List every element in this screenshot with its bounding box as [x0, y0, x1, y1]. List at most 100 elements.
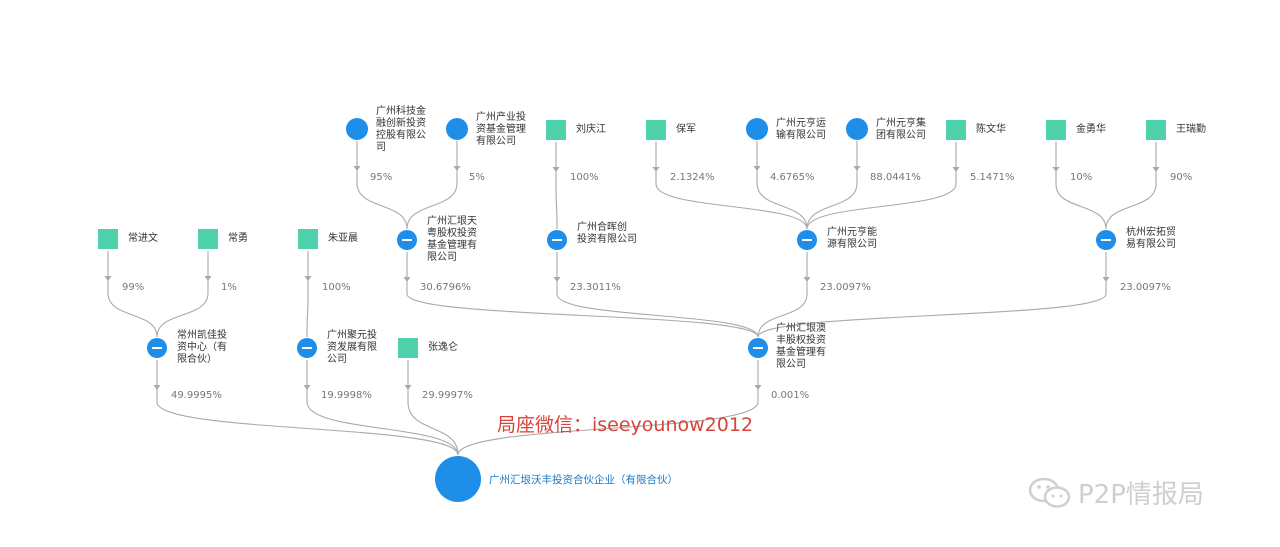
edge-arrow-icon — [553, 277, 561, 282]
edge-percent: 49.9995% — [171, 390, 222, 401]
person-icon — [398, 338, 418, 358]
person-icon — [546, 120, 566, 140]
edge-arrow-icon — [1152, 167, 1160, 172]
node-label: 广州元亨能 源有限公司 — [827, 227, 877, 250]
node-label: 张逸仑 — [428, 342, 458, 353]
person-icon — [1046, 120, 1066, 140]
edge-zhuyachen-juyuan — [306, 251, 309, 338]
edge-arrow-icon — [303, 385, 311, 390]
person-icon — [198, 229, 218, 249]
edge-arrow-icon — [204, 276, 212, 281]
root-label: 广州汇垠沃丰投资合伙企业（有限合伙） — [489, 474, 678, 486]
edge-juyuan-root — [306, 360, 459, 456]
edge-percent: 100% — [570, 172, 599, 183]
edge-yuanheng_nengyuan-huiyin_aofeng — [757, 252, 808, 338]
edge-arrow-icon — [404, 385, 412, 390]
wechat-watermark: 局座微信：iseeyounow2012 — [497, 414, 754, 436]
collapse-icon[interactable] — [797, 230, 817, 250]
person-icon — [98, 229, 118, 249]
edge-percent: 30.6796% — [420, 282, 471, 293]
edge-percent: 23.0097% — [820, 282, 871, 293]
node-label: 广州产业投 资基金管理 有限公司 — [476, 112, 526, 147]
collapse-icon[interactable] — [1096, 230, 1116, 250]
edge-percent: 29.9997% — [422, 390, 473, 401]
edge-arrow-icon — [403, 277, 411, 282]
node-label: 保军 — [676, 124, 696, 135]
person-icon — [646, 120, 666, 140]
edge-arrow-icon — [853, 166, 861, 171]
node-label: 金勇华 — [1076, 124, 1106, 135]
node-label: 广州合晖创 投资有限公司 — [577, 222, 637, 245]
root-company-icon — [435, 456, 481, 502]
edge-percent: 23.0097% — [1120, 282, 1171, 293]
edge-hehuichuang-huiyin_aofeng — [556, 252, 759, 338]
node-label: 朱亚晨 — [328, 233, 358, 244]
node-label: 广州元亨集 团有限公司 — [876, 118, 926, 141]
edge-percent: 5.1471% — [970, 172, 1015, 183]
edge-percent: 90% — [1170, 172, 1193, 183]
node-label: 王瑞勤 — [1176, 124, 1206, 135]
edge-percent: 19.9998% — [321, 390, 372, 401]
collapse-icon[interactable] — [397, 230, 417, 250]
edge-percent: 2.1324% — [670, 172, 715, 183]
edge-huiyin_tianyue-huiyin_aofeng — [406, 252, 759, 338]
edge-kaijia-root — [156, 360, 459, 456]
edge-arrow-icon — [104, 276, 112, 281]
edge-yuanheng_jituan-yuanheng_nengyuan — [806, 141, 858, 230]
edge-percent: 1% — [221, 282, 237, 293]
collapse-icon[interactable] — [748, 338, 768, 358]
edge-chanye-huiyin_tianyue — [406, 141, 458, 230]
edge-arrow-icon — [952, 167, 960, 172]
node-label: 常勇 — [228, 233, 248, 244]
edge-zhangyilun-root — [407, 360, 459, 456]
edge-arrow-icon — [453, 166, 461, 171]
edge-huiyin_aofeng-root — [457, 360, 759, 456]
node-label: 广州汇垠天 粤股权投资 基金管理有 限公司 — [427, 216, 477, 263]
edge-arrow-icon — [754, 385, 762, 390]
brand-name: P2P情报局 — [1078, 480, 1204, 510]
person-icon — [946, 120, 966, 140]
edge-arrow-icon — [552, 167, 560, 172]
edge-arrow-icon — [803, 277, 811, 282]
edge-percent: 95% — [370, 172, 393, 183]
collapse-icon[interactable] — [297, 338, 317, 358]
node-label: 常进文 — [128, 233, 158, 244]
edge-percent: 23.3011% — [570, 282, 621, 293]
collapse-icon[interactable] — [547, 230, 567, 250]
edge-hongtuo-huiyin_aofeng — [757, 252, 1107, 338]
edge-changyong-kaijia — [156, 251, 209, 338]
edge-percent: 88.0441% — [870, 172, 921, 183]
edge-percent: 100% — [322, 282, 351, 293]
edge-arrow-icon — [652, 167, 660, 172]
edge-jinyonghua-hongtuo — [1055, 142, 1107, 230]
edge-percent: 0.001% — [771, 390, 810, 401]
edge-yuanheng_yunshu-yuanheng_nengyuan — [756, 141, 808, 230]
edge-percent: 5% — [469, 172, 485, 183]
edge-arrow-icon — [1102, 277, 1110, 282]
node-label: 刘庆江 — [576, 124, 606, 135]
wechat-logo-icon — [1028, 477, 1071, 508]
node-label: 陈文华 — [976, 124, 1006, 135]
node-label: 杭州宏拓贸 易有限公司 — [1126, 227, 1176, 250]
collapse-icon[interactable] — [147, 338, 167, 358]
company-icon — [446, 118, 468, 140]
person-icon — [1146, 120, 1166, 140]
company-icon — [346, 118, 368, 140]
node-label: 广州汇垠澳 丰股权投资 基金管理有 限公司 — [776, 323, 826, 370]
edge-arrow-icon — [1052, 167, 1060, 172]
brand-watermark: P2P情报局 — [1028, 474, 1204, 511]
edge-chenwenhua-yuanheng_nengyuan — [806, 142, 957, 230]
edge-percent: 4.6765% — [770, 172, 815, 183]
edge-percent: 99% — [122, 282, 145, 293]
edge-changjinwen-kaijia — [107, 251, 158, 338]
node-label: 常州凯佳投 资中心（有 限合伙） — [177, 330, 227, 365]
edge-arrow-icon — [353, 166, 361, 171]
edge-arrow-icon — [753, 166, 761, 171]
company-icon — [746, 118, 768, 140]
person-icon — [298, 229, 318, 249]
edge-percent: 10% — [1070, 172, 1093, 183]
node-label: 广州元亨运 输有限公司 — [776, 118, 826, 141]
edge-arrow-icon — [304, 276, 312, 281]
